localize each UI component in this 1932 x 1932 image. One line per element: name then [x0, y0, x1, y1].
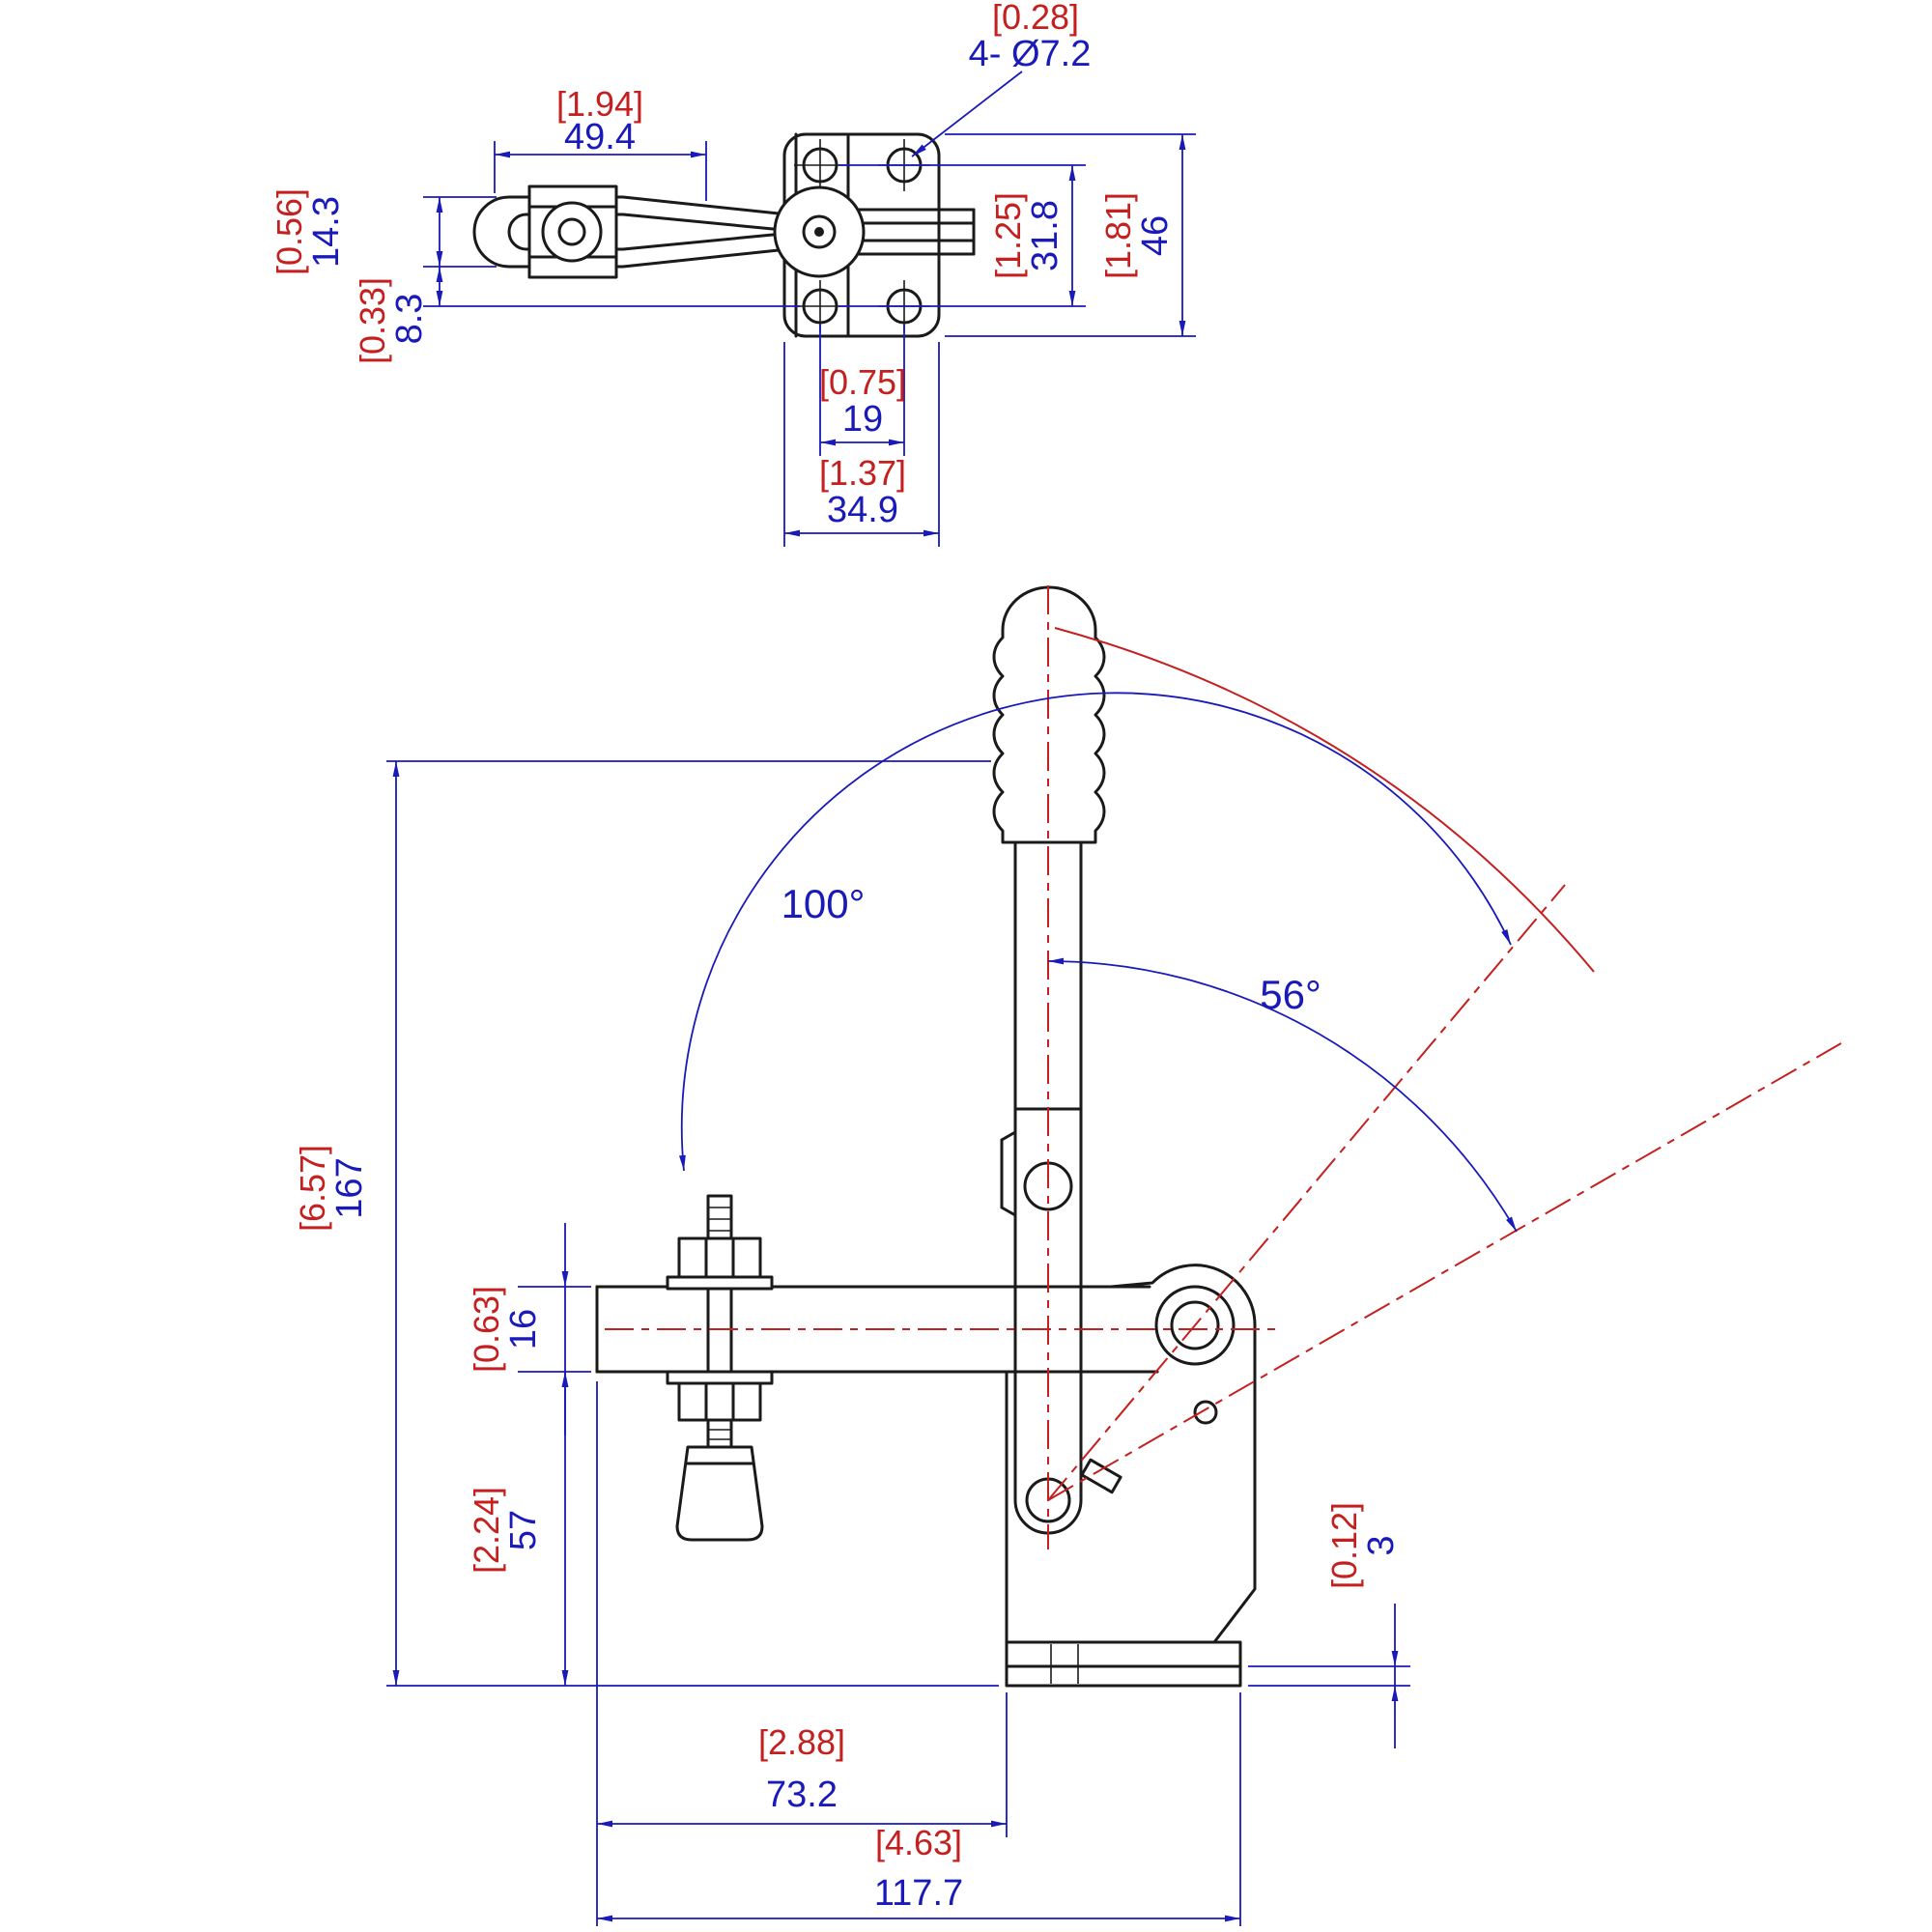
dim-arm-width: [1.94] 49.4	[494, 84, 707, 201]
dim-inch: [0.33]	[353, 277, 392, 364]
dim-bar-offset: [0.33] 8.3	[353, 267, 800, 364]
dim-inch: [1.25]	[988, 192, 1028, 279]
spindle-end-inner	[557, 217, 586, 246]
angle-arc-100	[679, 692, 1512, 1172]
dim-overall-height: [6.57] 167	[293, 760, 999, 1687]
bar-outline	[472, 195, 625, 269]
dim-bar-section: [0.63] 16	[467, 1223, 591, 1435]
dim-mm: 46	[1135, 215, 1176, 256]
dim-overall-length: [4.63] 117.7	[597, 1692, 1241, 1926]
pivot-center	[814, 227, 824, 237]
bar-slot	[507, 213, 625, 251]
bar-angle-label: 56°	[1260, 972, 1321, 1017]
spindle-nut-upper	[677, 1236, 762, 1279]
bar-taper	[621, 213, 775, 231]
bar-taper	[621, 248, 781, 269]
dim-inch: [0.75]	[819, 362, 906, 402]
set-screw	[1080, 1458, 1122, 1494]
dim-inch: [0.28]	[992, 0, 1079, 37]
dim-mm: 117.7	[874, 1873, 963, 1914]
spindle-nut-lower	[677, 1381, 762, 1422]
dim-inch: [0.56]	[270, 188, 309, 275]
dim-inch: [2.24]	[467, 1487, 506, 1574]
dim-mm: 19	[842, 399, 883, 440]
angle-arc-56	[1047, 957, 1518, 1233]
dim-base-width: [1.37] 34.9	[783, 342, 940, 547]
dim-mm: 16	[503, 1309, 544, 1350]
dim-mm: 34.9	[827, 490, 898, 530]
clamp-bar-top	[472, 185, 976, 279]
spindle-assembly	[666, 1194, 774, 1542]
spindle-washer-lower	[666, 1370, 774, 1385]
dim-bar-to-base: [2.24] 57	[467, 1372, 569, 1686]
dim-bar-reach: [2.88] 73.2	[596, 1381, 1008, 1926]
spindle-foot-pad	[675, 1445, 764, 1542]
mount-hole	[794, 280, 846, 332]
top-view: [1.94] 49.4 [0.28] 4- Ø7.2 [0.56] 14.3 […	[270, 0, 1196, 547]
dim-mm: 3	[1361, 1535, 1402, 1555]
dim-mm: 49.4	[564, 117, 636, 157]
base-screw-hole	[1193, 1400, 1218, 1425]
dim-mm: 167	[329, 1157, 370, 1218]
dim-inch: [6.57]	[293, 1145, 332, 1232]
open-position-line	[1047, 1042, 1842, 1501]
dim-hole-spacing-horizontal: [0.75] 19	[819, 325, 906, 456]
dim-mm: 73.2	[766, 1775, 838, 1815]
bar-taper	[621, 233, 775, 251]
bar-taper	[621, 195, 781, 215]
dim-mm: 14.3	[306, 196, 347, 268]
spindle-washer-upper	[666, 1275, 774, 1291]
dim-inch: [1.37]	[819, 453, 906, 493]
dim-mm: 31.8	[1025, 200, 1065, 271]
dim-mount-holes: [0.28] 4- Ø7.2	[911, 0, 1092, 157]
side-view: 100° 56° [6.57] 167 [0.63] 16 [2.24] 57	[293, 585, 1842, 1926]
mount-hole	[794, 139, 846, 191]
dim-mm: 4- Ø7.2	[969, 34, 1092, 74]
leader-line	[911, 71, 1023, 157]
dim-mm: 57	[503, 1510, 544, 1550]
dim-inch: [1.81]	[1098, 192, 1138, 279]
spring-hook	[1000, 1130, 1017, 1217]
dim-inch: [0.63]	[467, 1286, 506, 1373]
dim-base-lip: [0.12] 3	[1248, 1502, 1410, 1748]
dim-mm: 8.3	[389, 294, 430, 345]
dim-base-height: [1.81] 46	[945, 133, 1196, 337]
dim-inch: [0.12]	[1324, 1502, 1364, 1589]
handle-angle-label: 100°	[781, 881, 866, 926]
dim-inch: [2.88]	[758, 1722, 845, 1762]
dim-inch: [4.63]	[875, 1823, 962, 1862]
dim-inch: [1.94]	[556, 84, 643, 124]
handle-swing-arc	[1054, 627, 1595, 973]
dim-bar-thickness: [0.56] 14.3	[270, 188, 497, 275]
dim-hole-spacing-vertical: [1.25] 31.8	[838, 164, 1086, 307]
